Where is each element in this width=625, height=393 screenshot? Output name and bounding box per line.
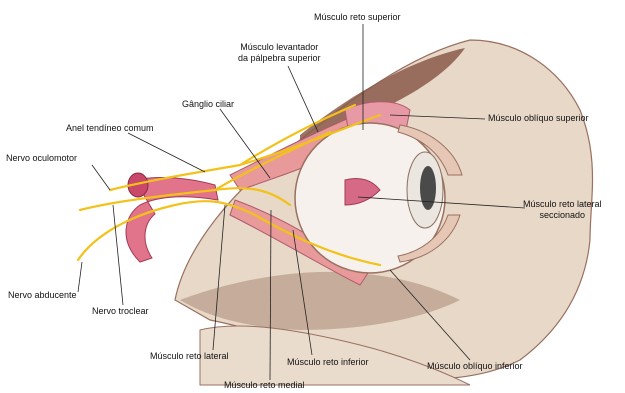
label-ganglio-ciliar: Gânglio ciliar bbox=[182, 99, 234, 110]
leader-nervo-oculomotor bbox=[92, 165, 110, 190]
iris-pupil bbox=[420, 166, 436, 210]
label-reto-superior: Músculo reto superior bbox=[314, 12, 401, 23]
label-nervo-oculomotor: Nervo oculomotor bbox=[6, 153, 77, 164]
label-reto-inferior: Músculo reto inferior bbox=[287, 357, 369, 368]
label-reto-lateral: Músculo reto lateral bbox=[150, 351, 229, 362]
label-obliquo-inferior: Músculo oblíquo inferior bbox=[427, 361, 523, 372]
label-nervo-abducente: Nervo abducente bbox=[8, 290, 77, 301]
label-nervo-troclear: Nervo troclear bbox=[92, 306, 149, 317]
label-levantador-line2: da pálpebra superior bbox=[238, 53, 321, 64]
label-reto-lateral-seccionado: Músculo reto lateral seccionado bbox=[523, 199, 602, 221]
label-reto-medial: Músculo reto medial bbox=[224, 380, 305, 391]
label-reto-lateral-seccionado-line1: Músculo reto lateral bbox=[523, 199, 602, 210]
leader-anel bbox=[128, 133, 205, 172]
label-anel-tendineo: Anel tendíneo comum bbox=[66, 123, 154, 134]
label-levantador-line1: Músculo levantador bbox=[238, 42, 321, 53]
label-levantador: Músculo levantador da pálpebra superior bbox=[238, 42, 321, 64]
leader-nervo-abducente bbox=[78, 262, 82, 292]
leader-levantador bbox=[288, 66, 318, 132]
label-obliquo-superior: Músculo oblíquo superior bbox=[488, 113, 589, 124]
label-reto-lateral-seccionado-line2: seccionado bbox=[523, 210, 602, 221]
leader-nervo-troclear bbox=[113, 205, 123, 305]
